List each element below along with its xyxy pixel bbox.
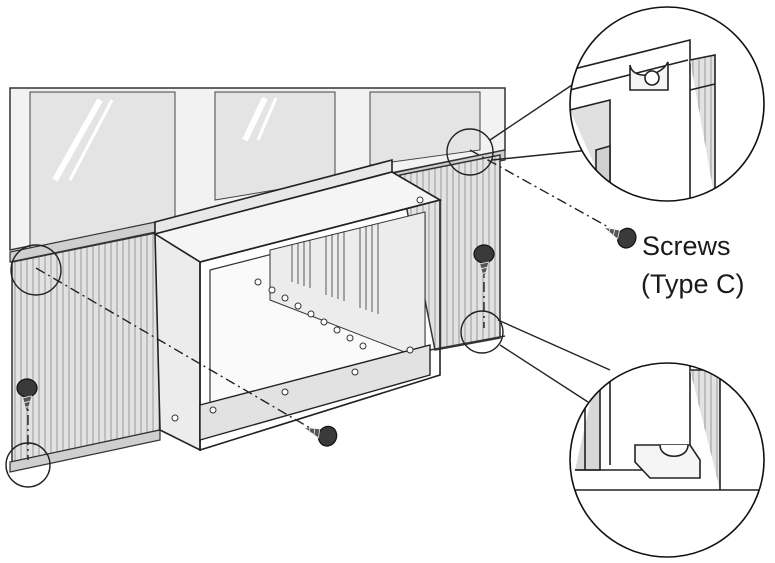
screw-icon (600, 218, 640, 252)
top-detail-callout (569, 6, 765, 202)
screw-icon (300, 418, 341, 450)
screws-label: Screws (642, 231, 731, 261)
window-sill (9, 429, 161, 473)
sleeve-box (152, 158, 443, 452)
alignment-lines (27, 149, 611, 460)
screw-type-label: (Type C) (641, 269, 745, 299)
window-sash (9, 87, 506, 251)
bottom-detail-callout (569, 362, 765, 558)
